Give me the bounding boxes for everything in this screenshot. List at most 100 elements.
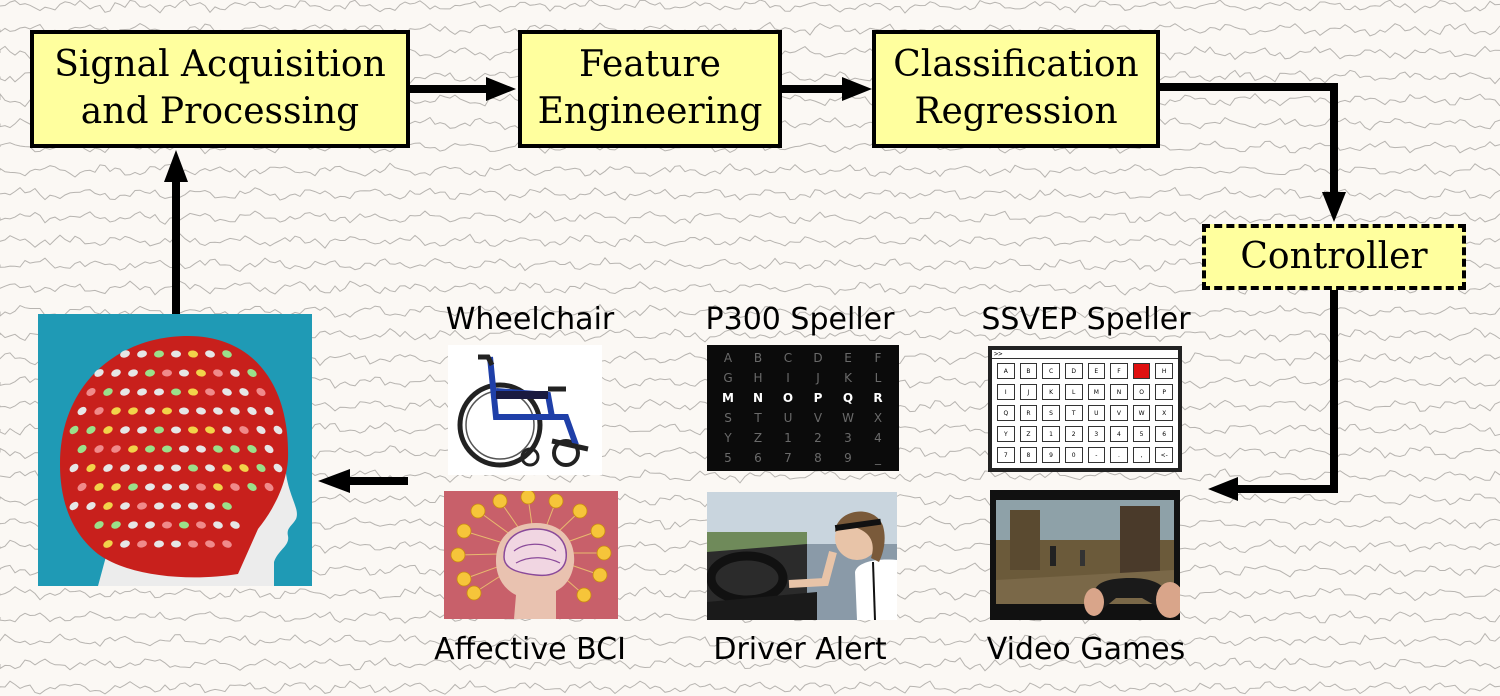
electrode <box>137 540 147 548</box>
p300-cell: C <box>783 351 793 365</box>
electrode <box>264 482 274 492</box>
controller-box: Controller <box>1202 224 1466 290</box>
label-wheelchair: Wheelchair <box>445 302 615 337</box>
electrode <box>205 502 215 510</box>
electrode <box>179 521 189 529</box>
eeg-trace <box>0 609 1500 625</box>
eeg-trace <box>0 680 1500 695</box>
label-driver-alert: Driver Alert <box>713 632 887 667</box>
electrode <box>103 426 113 434</box>
electrode <box>111 483 121 491</box>
p300-cell: Y <box>724 431 732 445</box>
electrode <box>103 464 113 472</box>
eeg-trace <box>0 186 1500 201</box>
electrode <box>145 369 155 377</box>
p300-cell: U <box>783 411 793 425</box>
eeg-trace <box>0 656 1500 672</box>
p300-cell: O <box>782 391 794 405</box>
emoji-icon <box>596 545 612 561</box>
electrode <box>230 521 240 529</box>
electrode <box>154 388 164 396</box>
electrode <box>120 540 130 548</box>
p300-cell: 7 <box>784 451 792 465</box>
emoji-icon <box>590 523 606 539</box>
p300-cell: R <box>873 391 883 405</box>
electrode <box>222 388 232 396</box>
ssvep-cell: Z <box>1019 426 1038 442</box>
electrode <box>120 350 130 358</box>
electrode <box>103 502 113 510</box>
signal-acquisition-box: Signal Acquisition and Processing <box>30 30 410 148</box>
ssvep-cell: 6 <box>1155 426 1173 442</box>
ssvep-cell: B <box>1019 363 1038 379</box>
electrode <box>69 501 79 511</box>
video-games-image <box>990 490 1180 620</box>
ssvep-cell: 0 <box>1064 447 1083 463</box>
electrode <box>145 445 155 453</box>
electrode <box>111 445 121 453</box>
ssvep-cell: 8 <box>1019 447 1038 463</box>
p300-cell: 5 <box>724 451 732 465</box>
electrode <box>86 425 96 435</box>
ssvep-cell: V <box>1110 405 1128 421</box>
electrode <box>154 464 164 472</box>
electrode <box>128 369 138 377</box>
electrode <box>230 407 240 415</box>
p300-cell: W <box>842 411 854 425</box>
electrode <box>111 521 121 529</box>
electrode <box>128 445 138 453</box>
electrode <box>179 483 189 491</box>
p300-cell: 1 <box>784 431 792 445</box>
p300-cell: K <box>844 371 852 385</box>
p300-cell: 2 <box>814 431 822 445</box>
ssvep-cell: D <box>1064 363 1083 379</box>
electrode <box>230 369 240 377</box>
ssvep-cell: R <box>1019 405 1038 421</box>
electrode <box>103 540 113 548</box>
p300-cell: G <box>723 371 733 385</box>
electrode <box>205 426 215 434</box>
ssvep-cell: E <box>1087 363 1106 379</box>
ssvep-cell: 5 <box>1132 426 1151 442</box>
ssvep-cell: Q <box>997 405 1015 421</box>
ssvep-cell: 9 <box>1042 447 1060 463</box>
emoji-icon <box>470 503 486 519</box>
ssvep-cell: 2 <box>1064 426 1083 442</box>
electrode <box>137 464 147 472</box>
electrode <box>86 463 96 473</box>
electrode <box>154 350 164 358</box>
electrode <box>205 540 215 548</box>
electrode <box>145 407 155 415</box>
electrode <box>111 407 121 415</box>
arrow-classification-to-controller <box>1160 83 1346 222</box>
ssvep-cell: O <box>1132 384 1151 400</box>
electrode <box>145 483 155 491</box>
label-ssvep-speller: SSVEP Speller <box>981 302 1191 337</box>
p300-cell: L <box>874 371 882 385</box>
electrode <box>188 350 198 358</box>
ssvep-cell: 4 <box>1110 426 1128 442</box>
electrode <box>111 369 121 377</box>
label-affective-bci: Affective BCI <box>434 632 626 667</box>
electrode <box>239 388 249 396</box>
ssvep-cell: 7 <box>997 447 1015 463</box>
p300-cell: Q <box>842 391 854 405</box>
ssvep-cell: , <box>1132 447 1151 463</box>
emoji-icon <box>492 493 508 509</box>
arrow-feature-to-classification <box>782 77 872 101</box>
emoji-icon <box>576 587 592 603</box>
arrow-signal-to-feature <box>410 77 516 101</box>
electrode <box>188 388 198 396</box>
electrode <box>264 406 274 416</box>
electrode <box>222 502 232 510</box>
electrode <box>230 445 240 453</box>
p300-cell: E <box>844 351 852 365</box>
emoji-icon <box>450 547 466 563</box>
electrode <box>222 426 232 434</box>
electrode <box>273 463 283 473</box>
p300-cell: P <box>813 391 823 405</box>
driver-alert-image <box>707 492 897 620</box>
electrode <box>137 426 147 434</box>
